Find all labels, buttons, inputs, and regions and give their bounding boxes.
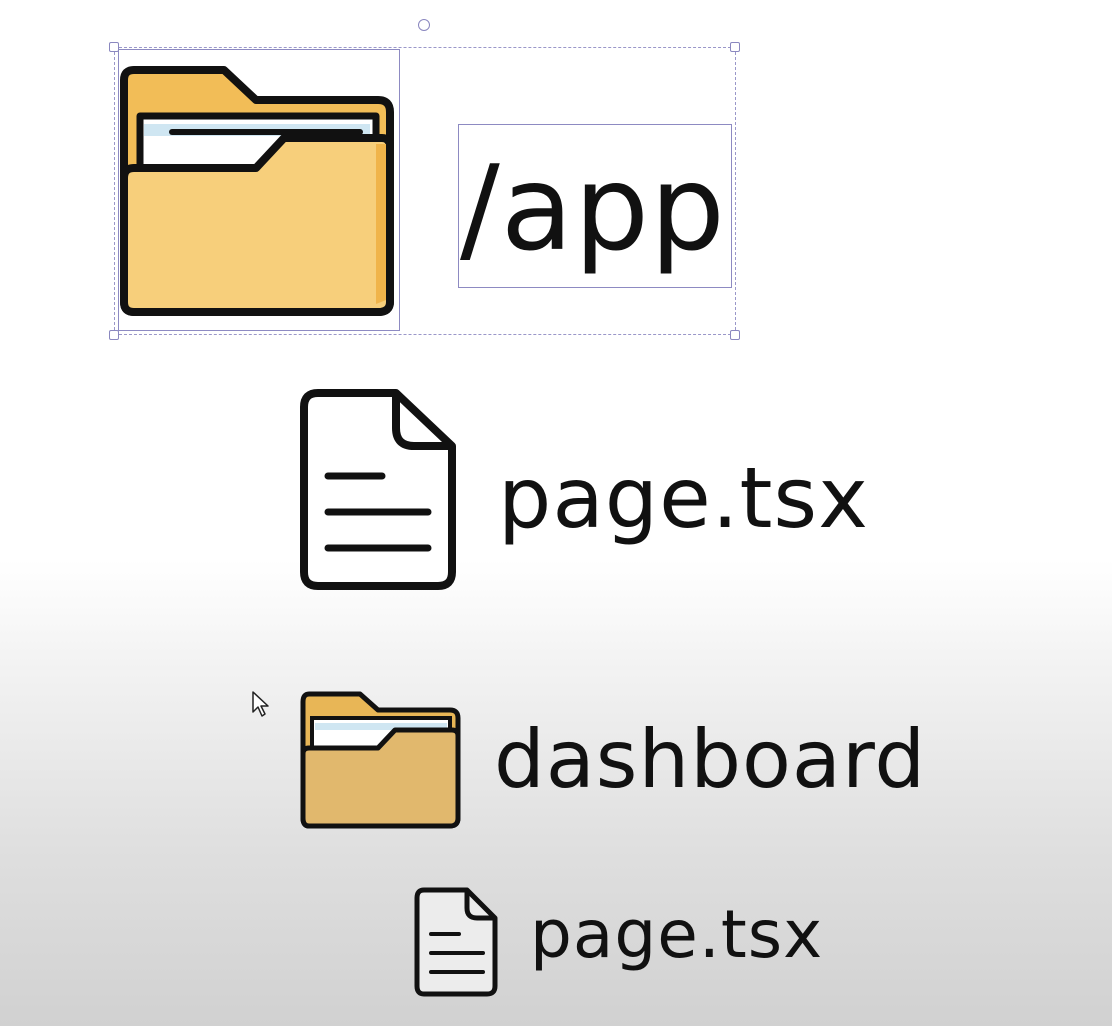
- root-folder[interactable]: [120, 64, 396, 316]
- dashboard-page-label[interactable]: page.tsx: [530, 896, 824, 973]
- rotate-handle[interactable]: [418, 19, 430, 31]
- folder-icon: [120, 66, 394, 316]
- root-page-label[interactable]: page.tsx: [498, 449, 869, 547]
- file-icon: [414, 887, 498, 997]
- root-page-file[interactable]: [298, 388, 458, 592]
- selection-group-box[interactable]: [114, 47, 736, 335]
- selection-text-bounds: [458, 124, 732, 288]
- selection-folder-bounds: [118, 49, 400, 331]
- resize-handle-top-left[interactable]: [109, 42, 119, 52]
- dashboard-folder-label[interactable]: dashboard: [494, 713, 927, 806]
- folder-icon: [300, 691, 461, 829]
- resize-handle-top-right[interactable]: [730, 42, 740, 52]
- root-folder-label[interactable]: /app: [460, 139, 726, 277]
- dashboard-folder[interactable]: [300, 690, 462, 830]
- dashboard-page-file[interactable]: [413, 886, 499, 998]
- mouse-cursor-icon: [251, 690, 269, 718]
- file-icon: [300, 389, 456, 590]
- resize-handle-bottom-right[interactable]: [730, 330, 740, 340]
- resize-handle-bottom-left[interactable]: [109, 330, 119, 340]
